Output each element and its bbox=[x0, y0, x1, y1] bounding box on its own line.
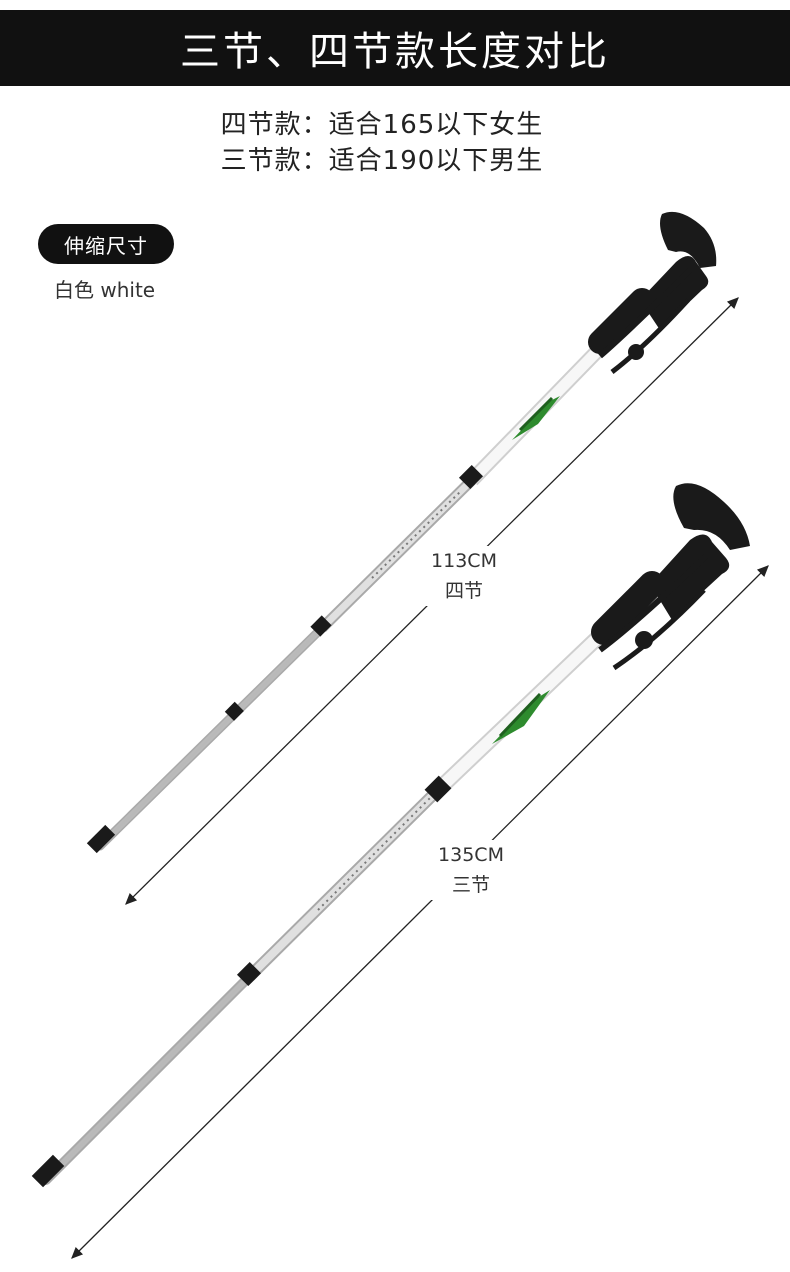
three-section-measure: 135CM 三节 bbox=[426, 840, 516, 900]
three-section-pole bbox=[31, 483, 750, 1188]
four-section-pole bbox=[86, 211, 717, 854]
title-bar: 三节、四节款长度对比 bbox=[0, 10, 790, 86]
size-badge: 伸缩尺寸 bbox=[38, 224, 174, 264]
page-title: 三节、四节款长度对比 bbox=[180, 29, 610, 75]
four-section-count: 四节 bbox=[444, 580, 483, 602]
four-section-measure: 113CM 四节 bbox=[414, 546, 514, 606]
three-section-length: 135CM bbox=[438, 844, 504, 866]
four-section-fit-note: 四节款：适合165以下女生 bbox=[220, 110, 544, 140]
three-section-fit-note: 三节款：适合190以下男生 bbox=[220, 146, 544, 176]
four-section-length: 113CM bbox=[431, 550, 497, 572]
length-dimension-line-three bbox=[71, 565, 769, 1259]
three-section-count: 三节 bbox=[451, 874, 490, 896]
